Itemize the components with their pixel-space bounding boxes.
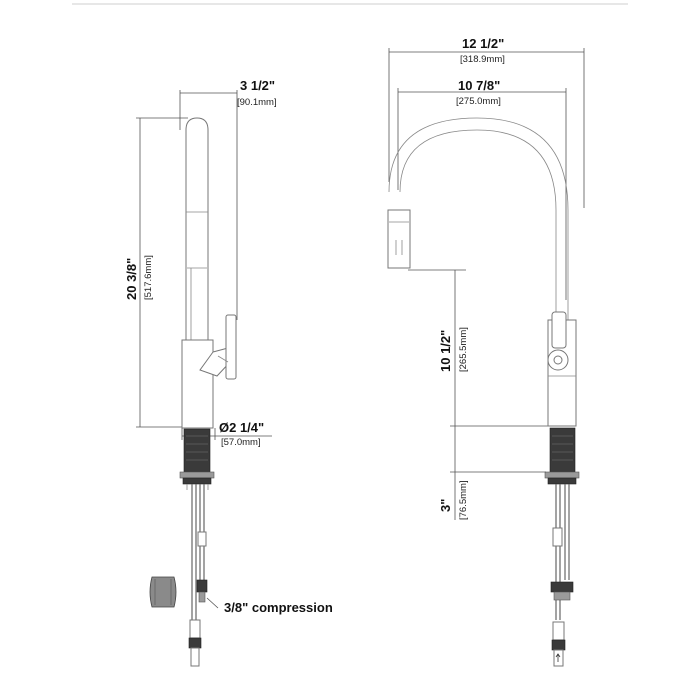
- spout-reach-mm-label: [275.0mm]: [456, 96, 501, 107]
- base-diameter-mm-label: [57.0mm]: [221, 437, 261, 448]
- front-supply-hoses: [550, 484, 574, 667]
- side-mounting-shank: [179, 428, 215, 490]
- front-view: 12 1/2" [318.9mm] 10 7/8" [275.0mm] 1: [387, 36, 585, 667]
- side-supply-hoses: [188, 484, 208, 667]
- side-base-dimension: Ø2 1/4" [57.0mm]: [181, 420, 272, 448]
- side-width-dimension: 3 1/2" [90.1mm]: [179, 78, 277, 320]
- compression-connector: 3/8" compression: [149, 576, 333, 615]
- spout-height-dimension: 10 1/2" [265.5mm]: [408, 269, 548, 427]
- compression-note: 3/8" compression: [224, 600, 333, 615]
- total-reach-mm-label: [318.9mm]: [460, 54, 505, 65]
- side-width-label: 3 1/2": [240, 78, 275, 93]
- gooseneck-spout: [387, 117, 569, 320]
- side-height-label: 20 3/8": [124, 258, 139, 300]
- spout-reach-dimension: 10 7/8" [275.0mm]: [397, 78, 567, 300]
- deck-depth-label: 3": [438, 499, 453, 512]
- total-reach-dimension: 12 1/2" [318.9mm]: [388, 36, 585, 208]
- total-reach-label: 12 1/2": [462, 36, 504, 51]
- side-height-mm-label: [517.6mm]: [143, 255, 154, 300]
- side-width-mm-label: [90.1mm]: [237, 97, 277, 108]
- deck-depth-mm-label: [76.5mm]: [458, 480, 469, 520]
- base-diameter-label: Ø2 1/4": [219, 420, 264, 435]
- side-view: 3 1/2" [90.1mm] 20 3/8" [517.6mm]: [124, 78, 333, 667]
- side-faucet-body: [181, 117, 237, 429]
- deck-depth-dimension: 3" [76.5mm]: [438, 426, 546, 520]
- front-mounting-shank: [544, 427, 580, 485]
- spout-height-mm-label: [265.5mm]: [458, 327, 469, 372]
- side-height-dimension: 20 3/8" [517.6mm]: [124, 117, 188, 428]
- front-faucet-body: [547, 311, 577, 427]
- spout-reach-label: 10 7/8": [458, 78, 500, 93]
- spout-height-label: 10 1/2": [438, 330, 453, 372]
